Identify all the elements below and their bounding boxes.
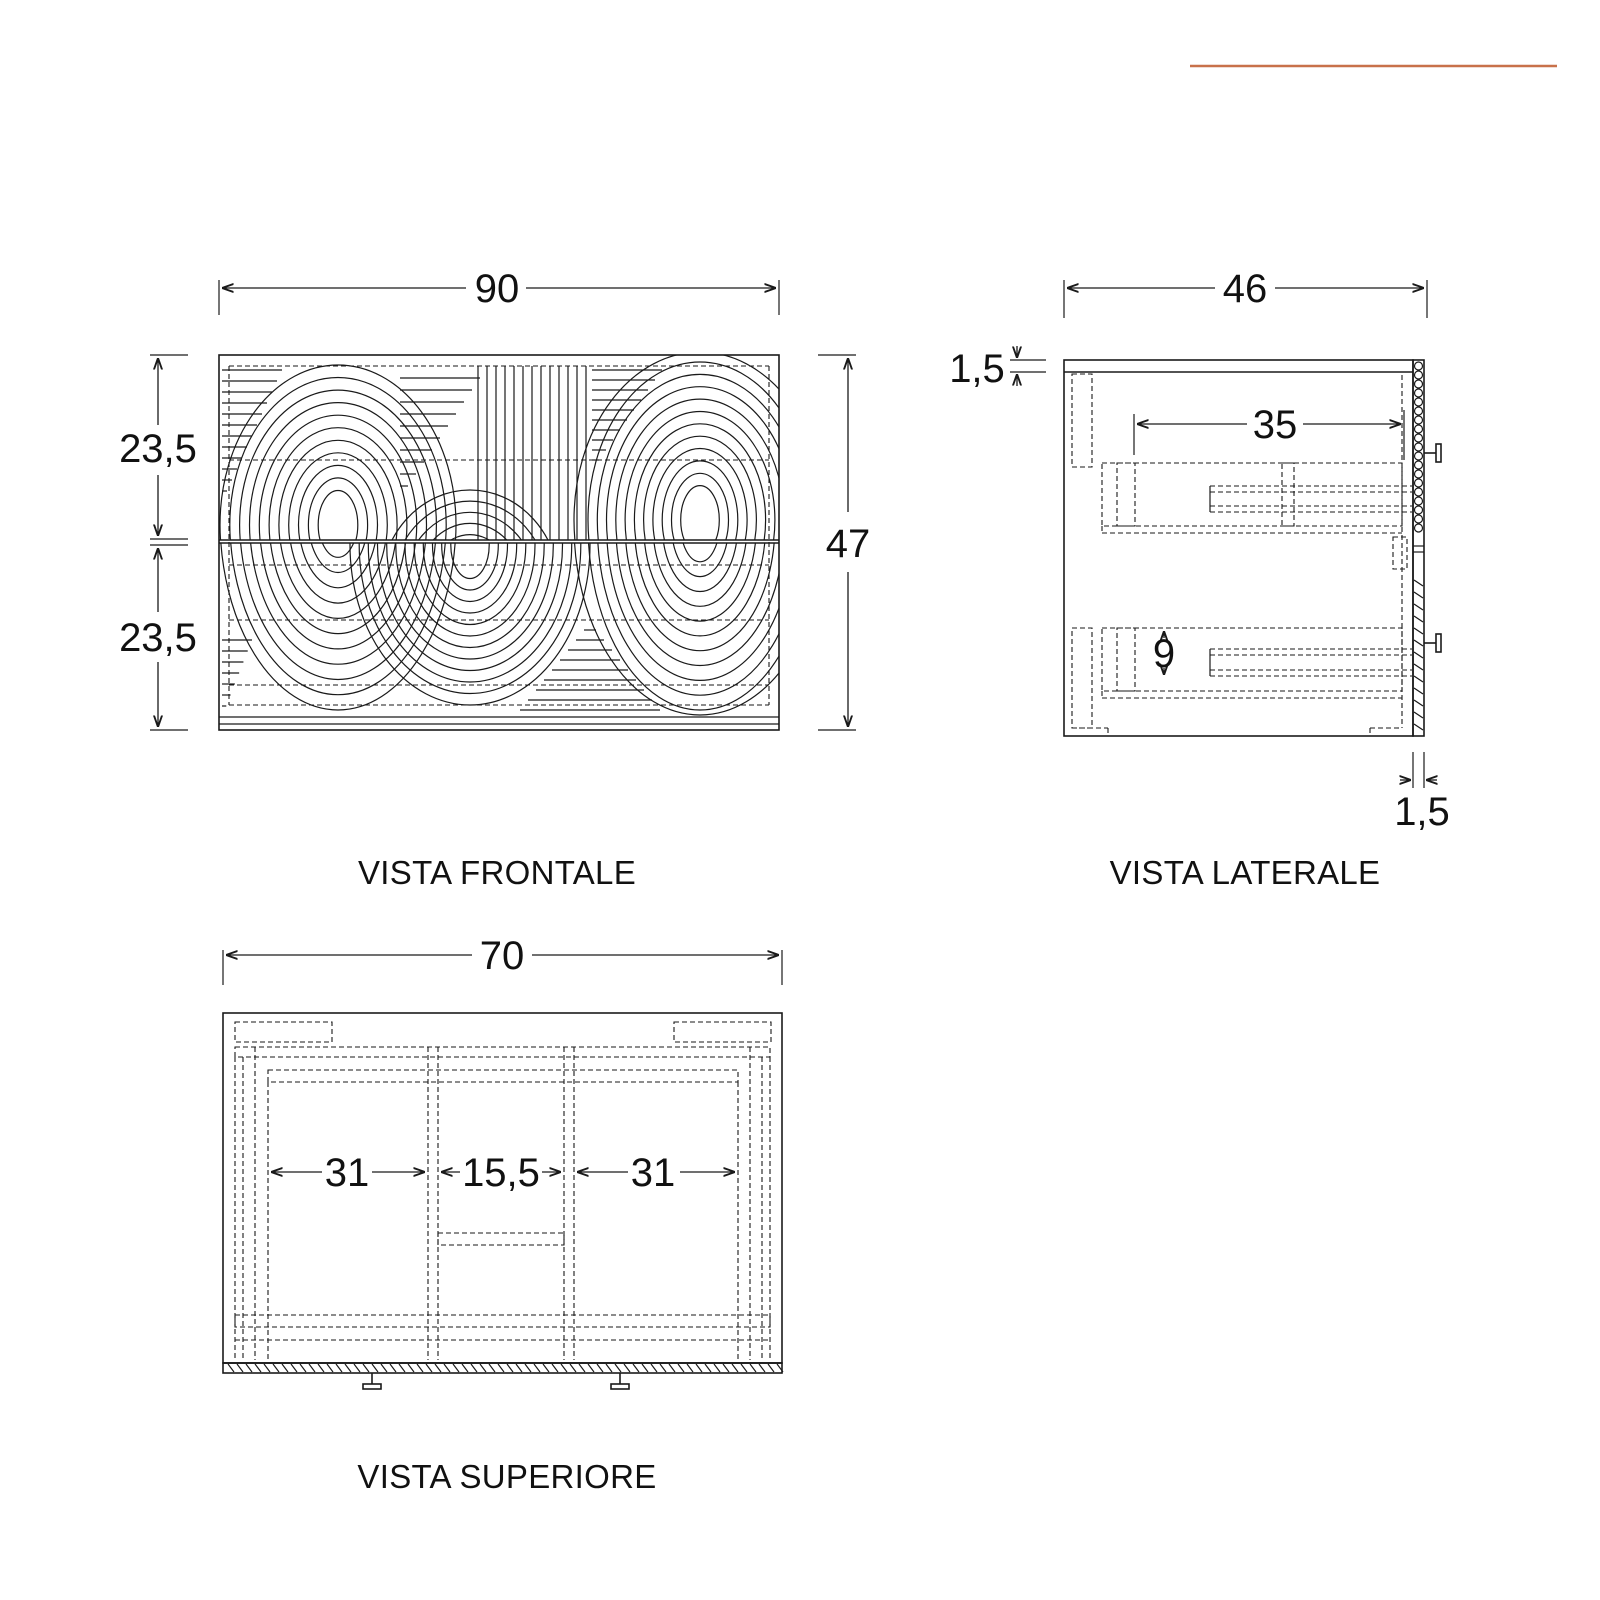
side-view-caption: VISTA LATERALE [1110,854,1381,891]
top-thickness-dimension: 1,5 [949,346,1046,391]
front-view: 90 47 23,5 23,5 [119,267,870,891]
front-height-dimension: 47 [818,354,871,731]
top-width-label: 70 [480,934,525,978]
front-width-dimension: 90 [218,267,780,315]
front-pattern-upper [219,355,779,540]
front-height-label: 47 [826,522,871,566]
front-pattern-lower [220,543,779,716]
top-section-dimensions: 31 15,5 31 [271,1151,735,1195]
side-knob-upper [1424,443,1442,463]
top-width-dimension: 70 [222,934,783,985]
front-width-label: 90 [475,267,520,311]
top-panel-texture [227,1363,784,1373]
side-knob-lower [1424,633,1442,653]
top-knob-left [362,1373,382,1390]
drawer-depth-label: 35 [1253,403,1298,447]
front-drawer-dimensions: 23,5 23,5 [119,354,197,731]
front-panel-texture [1413,361,1424,731]
top-view-caption: VISTA SUPERIORE [357,1458,656,1495]
side-depth-label: 46 [1223,267,1268,311]
drawer-depth-dimension: 35 [1133,403,1405,460]
top-front-panel [222,1362,783,1374]
side-front-panel [1412,359,1425,737]
top-view: 70 [222,934,784,1495]
lower-drawer-label: 23,5 [119,616,197,660]
side-depth-dimension: 46 [1063,267,1428,318]
front-thickness-label: 1,5 [1394,790,1450,834]
front-view-caption: VISTA FRONTALE [358,854,636,891]
rail-height-label: 9 [1153,632,1175,676]
front-thickness-dimension: 1,5 [1394,752,1450,834]
side-view: 46 1,5 [949,267,1450,891]
right-section-label: 31 [631,1151,676,1195]
center-section-label: 15,5 [462,1151,540,1195]
top-knob-right [610,1373,630,1390]
rail-height-dimension: 9 [1153,631,1175,676]
side-cabinet-outline [1063,359,1414,737]
left-section-label: 31 [325,1151,370,1195]
top-thickness-label: 1,5 [949,347,1005,391]
upper-drawer-label: 23,5 [119,427,197,471]
